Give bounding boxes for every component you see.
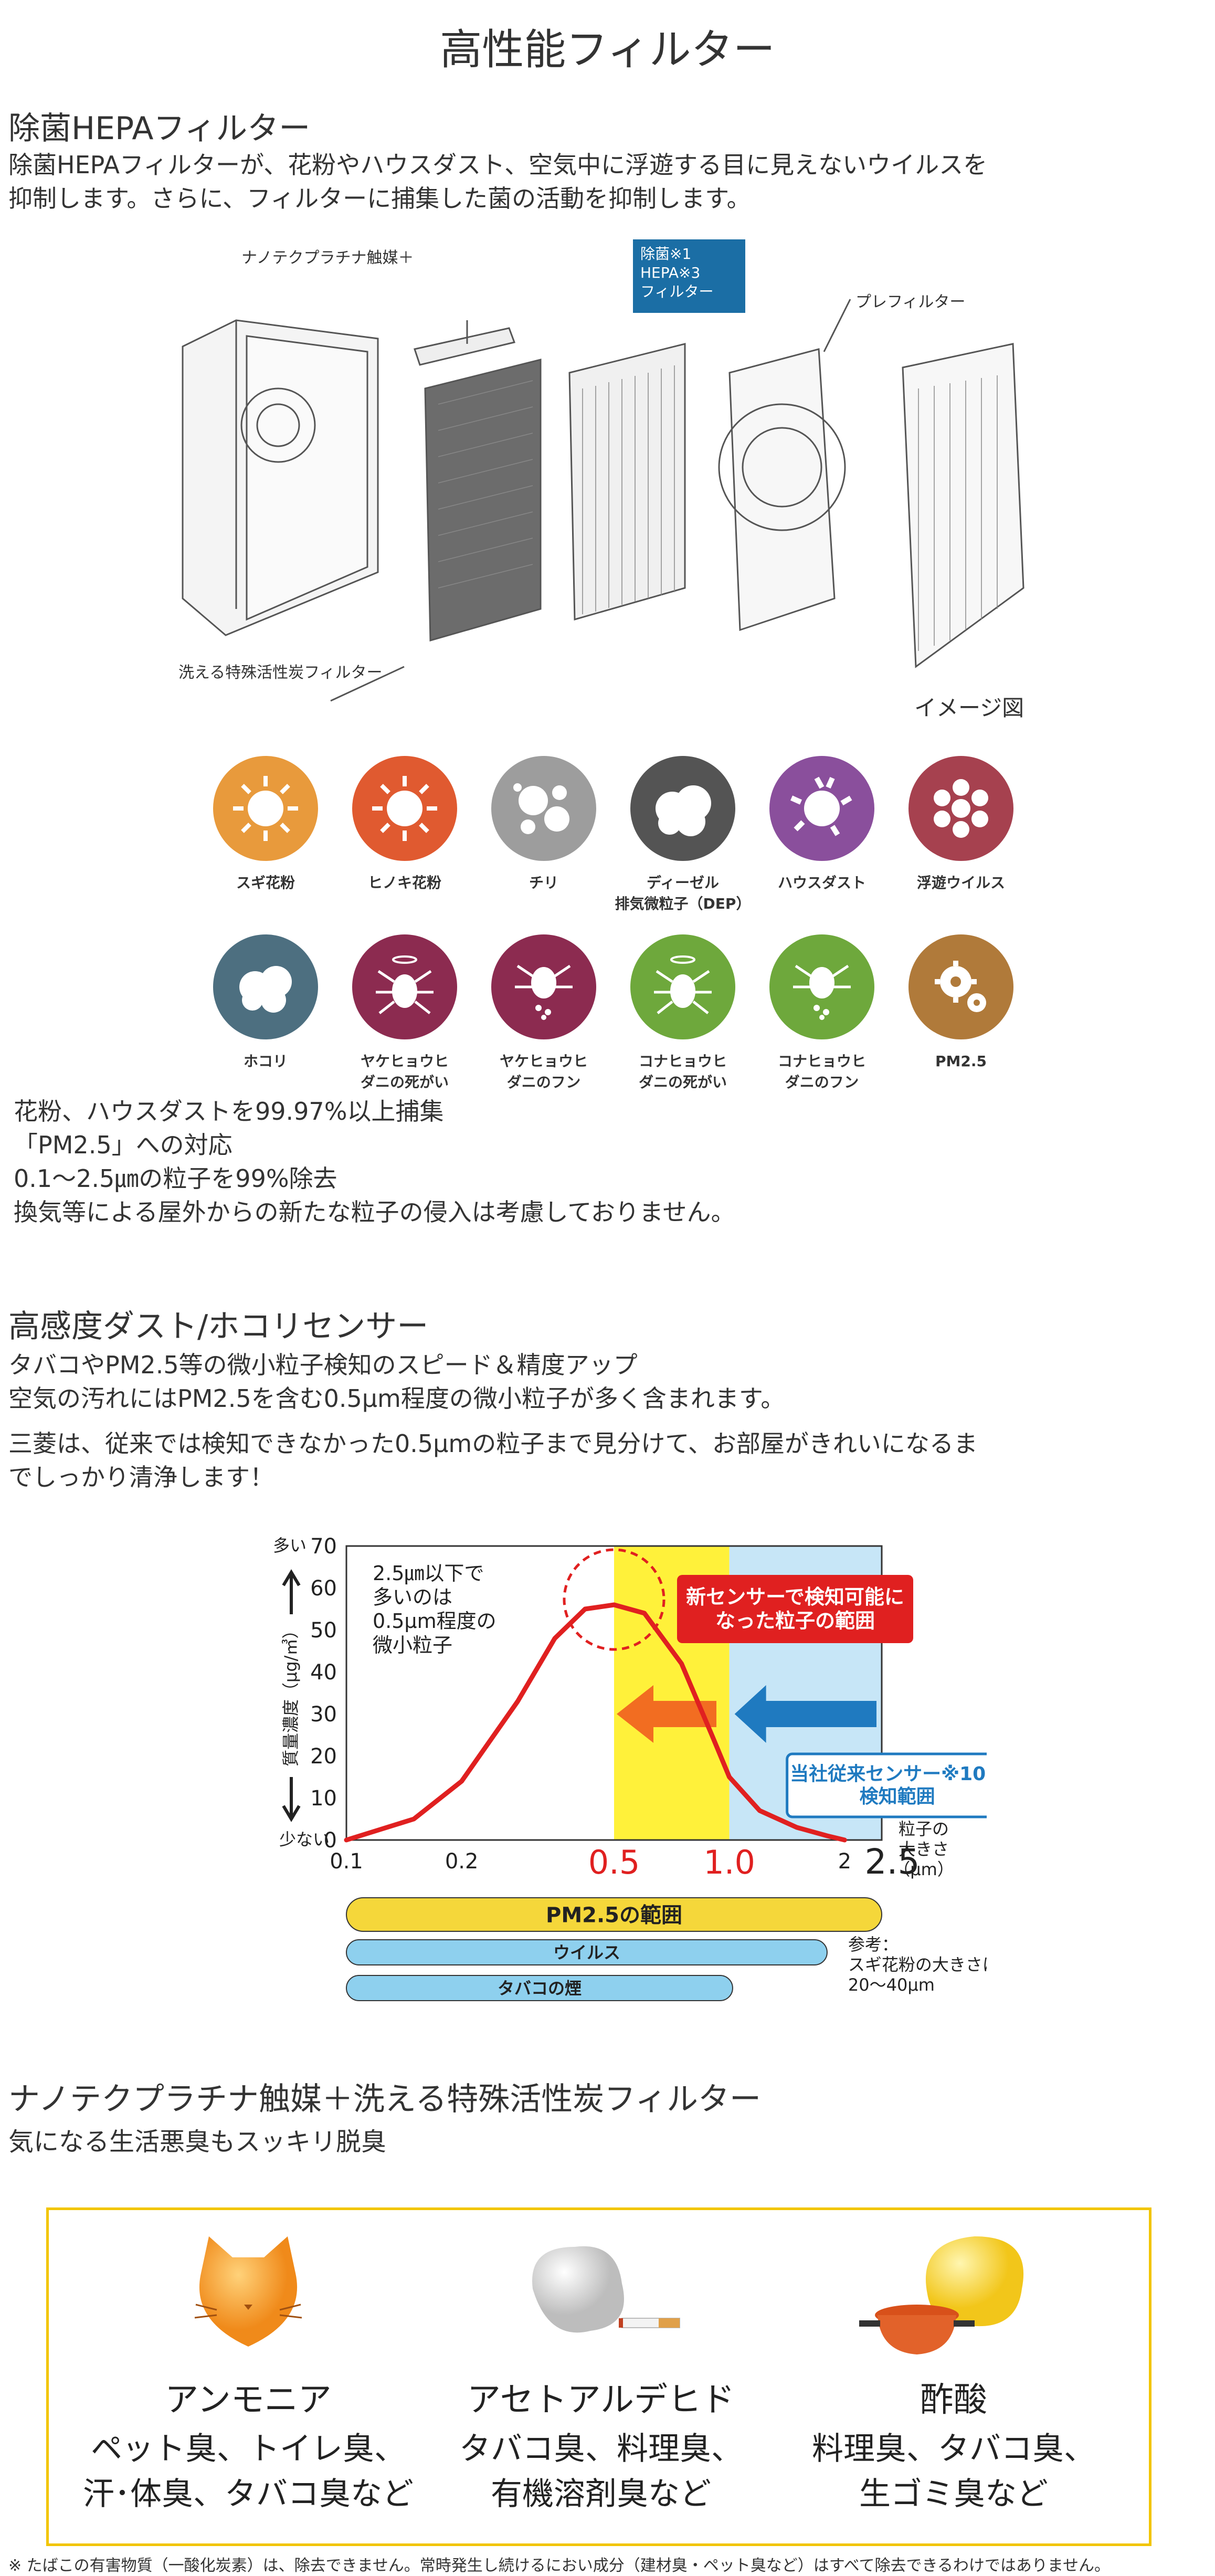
allergen-hokori: ホコリ (197, 934, 334, 1072)
hepa-heading: 除菌HEPAフィルター (8, 110, 311, 147)
cigarette-smoke-icon (433, 2210, 769, 2373)
particle-size-chart: 0 10 20 30 40 50 60 70 0.1 0.2 0.5 1.0 2 2.5 多い少ない 質量濃度… (252, 1520, 1009, 2018)
hepa-filter-badge: 除菌※1 HEPA※3 フィルター (633, 239, 745, 313)
odor-item-acetaldehyde: アセトアルデヒド タバコ臭、料理臭、 有機溶剤臭など (433, 2210, 769, 2517)
odor-name: 酢酸 (920, 2381, 987, 2420)
spiky-particle-icon (769, 756, 874, 861)
allergen-konahyouhi-dropping: コナヒョウヒ ダニのフン (754, 934, 890, 1093)
allergen-virus: 浮遊ウイルス (893, 756, 1029, 893)
image-note: イメージ図 (914, 695, 1024, 721)
page-title: 高性能フィルター (440, 25, 775, 74)
allergen-hinoki-pollen: ヒノキ花粉 (336, 756, 473, 893)
sensor-heading: 高感度ダスト/ホコリセンサー (8, 1308, 429, 1345)
footnote: ※ たばこの有害物質（一酸化炭素）は、除去できません。常時発生し続けるにおい成分… (8, 2557, 1110, 2575)
range-bar-label: タバコの煙 (498, 1979, 582, 1999)
odor-description: ペット臭、トイレ臭、 汗･体臭、タバコ臭など (83, 2431, 414, 2512)
sensor-description: タバコやPM2.5等の微小粒子検知のスピード＆精度アップ 空気の汚れにはPM2.… (8, 1351, 785, 1413)
allergen-pm25: PM2.5 (893, 934, 1029, 1072)
odor-types-box: アンモニア ペット臭、トイレ臭、 汗･体臭、タバコ臭など アセトアルデヒド タバ… (46, 2207, 1151, 2546)
y-top-label: 多い (273, 1536, 307, 1555)
x-tick-label: 1.0 (703, 1843, 755, 1881)
virus-cluster-icon (908, 756, 1013, 861)
cloud-icon (630, 756, 735, 861)
x-axis-label: 粒子の大きさ（μm） (893, 1819, 954, 1879)
y-tick-label: 10 (310, 1786, 337, 1811)
deodorize-heading: ナノテクプラチナ触媒＋洗える特殊活性炭フィルター (8, 2081, 761, 2118)
mite-dropping-icon (769, 934, 874, 1039)
y-bottom-label: 少ない (279, 1830, 330, 1849)
allergen-konahyouhi-dead: コナヒョウヒ ダニの死がい (615, 934, 751, 1093)
allergen-icon-grid: スギ花粉 ヒノキ花粉 チリ ディーゼル 排気微粒子（DEP） ハウスダスト 浮遊… (0, 756, 1215, 1092)
nanotech-label: ナノテクプラチナ触媒＋ (241, 249, 414, 267)
y-tick-label: 70 (310, 1534, 337, 1559)
y-tick-label: 0 (324, 1828, 337, 1853)
range-bar-label: PM2.5の範囲 (546, 1903, 682, 1927)
x-tick-label: 0.5 (588, 1843, 640, 1881)
concentration-curve (344, 1602, 847, 1843)
x-tick-label: 0.2 (445, 1849, 479, 1874)
range-bar (346, 1975, 733, 2001)
hepa-description: 除菌HEPAフィルターが、花粉やハウスダスト、空気中に浮遊する目に見えないウイル… (8, 151, 988, 213)
odor-description: 料理臭、タバコ臭、 生ゴミ臭など (812, 2431, 1095, 2512)
y-axis-label: 質量濃度（μg/㎥） (281, 1622, 301, 1767)
x-tick-label: 2 (838, 1849, 851, 1874)
range-bar-label: ウイルス (553, 1943, 620, 1963)
allergen-sugi-pollen: スギ花粉 (197, 756, 334, 893)
odor-name: アンモニア (165, 2381, 332, 2420)
x-tick-label: 2.5 (865, 1842, 920, 1882)
y-tick-label: 20 (310, 1744, 337, 1769)
odor-description: タバコ臭、料理臭、 有機溶剤臭など (459, 2431, 743, 2512)
y-tick-label: 60 (310, 1576, 337, 1601)
x-tick-label: 0.1 (330, 1849, 363, 1874)
deodorize-subheading: 気になる生活悪臭もスッキリ脱臭 (8, 2127, 387, 2157)
peak-highlight-circle (563, 1548, 665, 1651)
cat-icon (80, 2210, 416, 2373)
range-bar (346, 1897, 882, 1932)
allergen-house-dust: ハウスダスト (754, 756, 890, 893)
mite-icon (352, 934, 457, 1039)
capture-notes: 花粉、ハウスダストを99.97%以上捕集 「PM2.5」への対応 0.1～2.5… (14, 1097, 735, 1226)
gears-icon (908, 934, 1013, 1039)
range-bar (346, 1939, 828, 1965)
old-sensor-callout-text: 当社従来センサー※10の検知範囲 (790, 1763, 987, 1807)
mite-icon (630, 934, 735, 1039)
y-tick-label: 40 (310, 1660, 337, 1685)
sun-burst-icon (213, 756, 318, 861)
odor-item-ammonia: アンモニア ペット臭、トイレ臭、 汗･体臭、タバコ臭など (80, 2210, 416, 2517)
new-sensor-callout-box (677, 1575, 913, 1643)
y-tick-label: 50 (310, 1618, 337, 1643)
prefilter-label: プレフィルター (855, 293, 966, 311)
filter-exploded-illustration (182, 299, 1024, 702)
old-sensor-arrow (734, 1685, 876, 1743)
plot-frame (345, 1545, 883, 1841)
carbon-filter-label: 洗える特殊活性炭フィルター (178, 664, 383, 682)
y-tick-label: 30 (310, 1702, 337, 1727)
odor-item-acetic-acid: 酢酸 料理臭、タバコ臭、 生ゴミ臭など (786, 2210, 1122, 2517)
mite-dropping-icon (491, 934, 596, 1039)
sun-burst-icon (352, 756, 457, 861)
dust-particles-icon (491, 756, 596, 861)
sensor-description-2: 三菱は、従来では検知できなかった0.5μmの粒子まで見分けて、お部屋がきれいにな… (8, 1429, 978, 1491)
pot-smell-icon (786, 2210, 1122, 2373)
filter-diagram: ナノテクプラチナ触媒＋ 除菌※1 HEPA※3 フィルター プレフィルター 洗え… (157, 231, 1060, 703)
cloud-icon (213, 934, 318, 1039)
allergen-yakehyouhi-dropping: ヤケヒョウヒ ダニのフン (476, 934, 612, 1093)
new-sensor-arrow (617, 1685, 716, 1743)
y-up-arrow (282, 1569, 301, 1614)
odor-name: アセトアルデヒド (467, 2381, 735, 2420)
y-down-arrow (282, 1777, 301, 1822)
new-sensor-callout-text: 新センサーで検知可能になった粒子の範囲 (686, 1585, 904, 1633)
allergen-dust: チリ (476, 756, 612, 893)
allergen-diesel: ディーゼル 排気微粒子（DEP） (615, 756, 751, 914)
allergen-yakehyouhi-dead: ヤケヒョウヒ ダニの死がい (336, 934, 473, 1093)
